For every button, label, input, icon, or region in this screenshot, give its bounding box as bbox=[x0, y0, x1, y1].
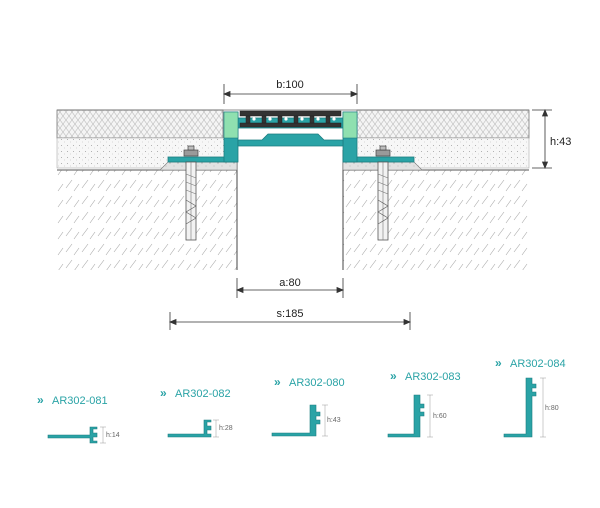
dimension-span bbox=[168, 312, 412, 330]
variant-profile bbox=[387, 394, 425, 438]
variant-code: AR302-081 bbox=[52, 395, 108, 407]
variant-profile bbox=[47, 426, 98, 444]
double-chevron-right-icon: » bbox=[274, 375, 281, 389]
variant-ar302-084: » AR302-084 h:80 bbox=[495, 356, 566, 438]
variant-height: h:43 bbox=[327, 417, 341, 424]
floor-finish-left bbox=[56, 109, 224, 139]
variant-ar302-082: » AR302-082 h:28 bbox=[160, 386, 233, 438]
double-chevron-right-icon: » bbox=[495, 356, 502, 370]
floor-finish-right bbox=[356, 109, 530, 139]
variant-code: AR302-083 bbox=[405, 371, 461, 383]
variant-ar302-081: » AR302-081 h:14 bbox=[37, 393, 120, 444]
insert-right bbox=[342, 111, 358, 139]
concrete-slab-right bbox=[343, 170, 529, 270]
anchor-bolt-right bbox=[375, 145, 391, 241]
dimension-top-width bbox=[222, 84, 359, 104]
dimension-top-width-label: b:100 bbox=[276, 79, 304, 91]
variant-code: AR302-084 bbox=[510, 358, 566, 370]
dimension-gap bbox=[235, 278, 345, 298]
clip-channel bbox=[239, 110, 342, 128]
variant-profile bbox=[167, 419, 212, 438]
insert-left bbox=[223, 111, 239, 139]
double-chevron-right-icon: » bbox=[390, 369, 397, 383]
variant-height: h:28 bbox=[219, 425, 233, 432]
variant-profile bbox=[503, 377, 537, 438]
variant-profile bbox=[271, 404, 321, 437]
variant-height: h:60 bbox=[433, 413, 447, 420]
dimension-height bbox=[532, 108, 552, 170]
variant-code: AR302-080 bbox=[289, 377, 345, 389]
concrete-slab-left bbox=[57, 170, 237, 270]
dimension-height-label: h:43 bbox=[550, 136, 571, 148]
variant-ar302-080: » AR302-080 h:43 bbox=[271, 375, 345, 437]
double-chevron-right-icon: » bbox=[37, 393, 44, 407]
double-chevron-right-icon: » bbox=[160, 386, 167, 400]
dimension-gap-label: a:80 bbox=[279, 277, 300, 289]
variant-height: h:80 bbox=[545, 405, 559, 412]
main-section: b:100 h:43 a:80 s:185 bbox=[56, 79, 571, 330]
dimension-span-label: s:185 bbox=[277, 308, 304, 320]
variant-code: AR302-082 bbox=[175, 388, 231, 400]
variant-height: h:14 bbox=[106, 432, 120, 439]
anchor-bolt-left bbox=[183, 145, 199, 241]
bedding-left bbox=[159, 161, 238, 171]
variant-ar302-083: » AR302-083 h:60 bbox=[387, 369, 461, 438]
